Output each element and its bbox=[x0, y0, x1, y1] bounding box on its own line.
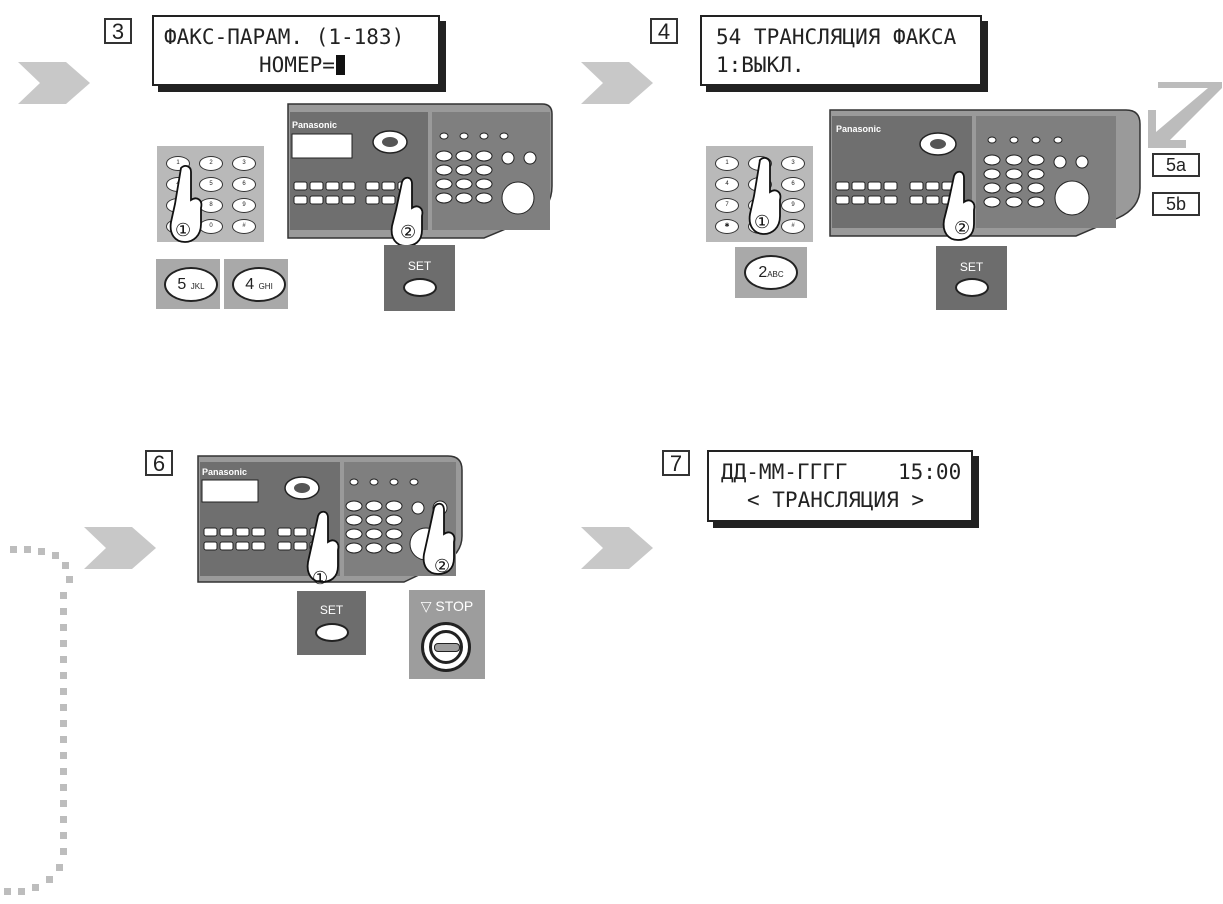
step-marker-2: ② bbox=[400, 222, 416, 243]
stop-key-text: STOP bbox=[435, 598, 473, 614]
lcd-line-2-text: НОМЕР= bbox=[259, 53, 335, 77]
brand-text: Panasonic bbox=[202, 467, 247, 477]
keypad-key: # bbox=[232, 219, 256, 234]
key-4-ghi: 4 GHI bbox=[224, 259, 288, 309]
step-number-7: 7 bbox=[662, 450, 690, 476]
lcd-display-step-4: 54 ТРАНСЛЯЦИЯ ФАКСА 1:ВЫКЛ. bbox=[700, 15, 982, 86]
key-digit: 5 bbox=[177, 276, 186, 293]
lcd-display-step-7: ДД-ММ-ГГГГ 15:00 < ТРАНСЛЯЦИЯ > bbox=[707, 450, 973, 522]
numeric-keypad-image: 1 2 3 4 5 6 7 8 9 ✱ 0 # ① bbox=[157, 146, 264, 242]
lcd-line-2: < ТРАНСЛЯЦИЯ > bbox=[747, 488, 924, 512]
step-marker-2: ② bbox=[954, 218, 970, 239]
key-letters: GHI bbox=[259, 282, 273, 291]
stop-key-image: ▽ STOP bbox=[409, 590, 485, 679]
lcd-line-2: 1:ВЫКЛ. bbox=[716, 53, 805, 77]
key-letters: ABC bbox=[767, 270, 783, 279]
lcd-line-1: ФАКС-ПАРАМ. (1-183) bbox=[164, 25, 404, 49]
key-digit: 2 bbox=[758, 264, 767, 281]
lcd-line-1: 54 ТРАНСЛЯЦИЯ ФАКСА bbox=[716, 25, 956, 49]
set-key-image: SET bbox=[384, 245, 455, 311]
keypad-key: 9 bbox=[232, 198, 256, 213]
key-2-abc: 2ABC bbox=[735, 247, 807, 298]
step-marker-1: ① bbox=[312, 568, 328, 589]
chevron-arrow-icon bbox=[18, 62, 90, 104]
chevron-arrow-icon bbox=[581, 62, 653, 104]
control-panel-image: Panasonic ① ② bbox=[194, 450, 466, 592]
keypad-key: 6 bbox=[232, 177, 256, 192]
key-letters: JKL bbox=[191, 282, 205, 291]
keypad-key: 1 bbox=[715, 156, 739, 171]
chevron-arrow-icon bbox=[581, 527, 653, 569]
step-marker-2: ② bbox=[434, 556, 450, 577]
diagonal-arrow-icon bbox=[1148, 82, 1223, 148]
keypad-key: 3 bbox=[232, 156, 256, 171]
lcd-display-step-3: ФАКС-ПАРАМ. (1-183) НОМЕР= bbox=[152, 15, 440, 86]
dotted-return-path bbox=[0, 538, 110, 904]
set-key-image: SET bbox=[297, 591, 366, 655]
reference-5b: 5b bbox=[1152, 192, 1200, 216]
key-5-jkl: 5 JKL bbox=[156, 259, 220, 309]
keypad-key: 7 bbox=[715, 198, 739, 213]
set-key-label: SET bbox=[297, 603, 366, 617]
control-panel-image: Panasonic ② bbox=[826, 104, 1144, 244]
stop-key-label: ▽ STOP bbox=[409, 598, 485, 615]
chevron-arrow-icon bbox=[84, 527, 156, 569]
step-number-3: 3 bbox=[104, 18, 132, 44]
lcd-line-2: НОМЕР= bbox=[259, 53, 345, 77]
brand-text: Panasonic bbox=[836, 124, 881, 134]
step-marker-1: ① bbox=[175, 220, 191, 241]
set-key-image: SET bbox=[936, 246, 1007, 310]
reference-5a: 5a bbox=[1152, 153, 1200, 177]
lcd-line-1: ДД-ММ-ГГГГ 15:00 bbox=[721, 460, 961, 484]
cursor-block bbox=[336, 55, 345, 75]
stop-icon: ▽ bbox=[421, 598, 432, 614]
numeric-keypad-image: 1 2 3 4 5 6 7 8 9 ✱ 0 # ① bbox=[706, 146, 813, 242]
set-key-label: SET bbox=[384, 259, 455, 273]
step-marker-1: ① bbox=[754, 212, 770, 233]
keypad-key: 4 bbox=[715, 177, 739, 192]
step-number-4: 4 bbox=[650, 18, 678, 44]
step-number-6: 6 bbox=[145, 450, 173, 476]
keypad-key: ✱ bbox=[715, 219, 739, 234]
control-panel-image: Panasonic ② bbox=[284, 98, 554, 248]
key-digit: 4 bbox=[245, 276, 254, 293]
set-key-label: SET bbox=[936, 260, 1007, 274]
brand-text: Panasonic bbox=[292, 120, 337, 130]
